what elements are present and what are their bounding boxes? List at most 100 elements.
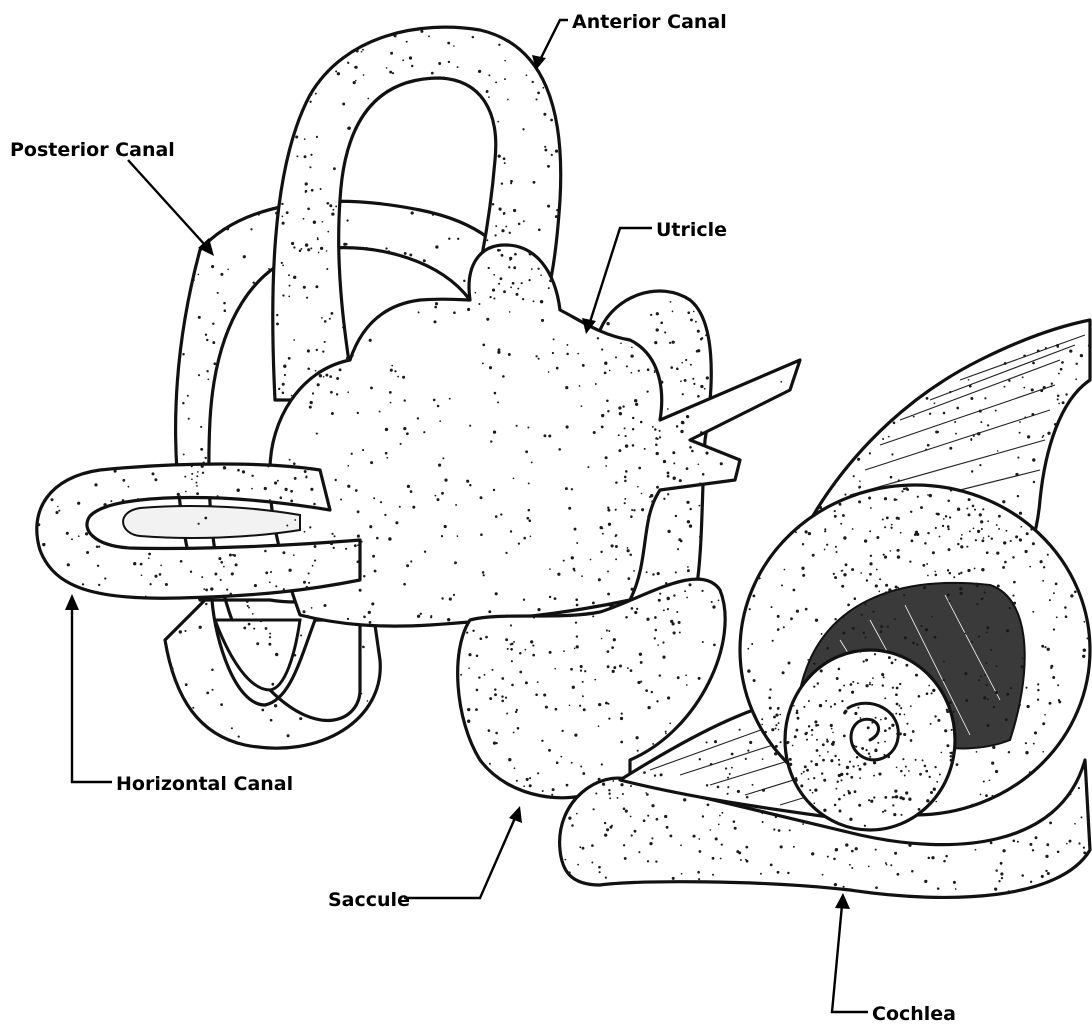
stipple-dot [1045, 347, 1047, 349]
stipple-dot [924, 880, 927, 883]
stipple-dot [881, 673, 884, 676]
stipple-dot [394, 370, 396, 372]
stipple-dot [984, 674, 986, 676]
stipple-dot [891, 662, 894, 665]
stipple-dot [759, 577, 761, 579]
stipple-dot [932, 551, 935, 554]
stipple-dot [556, 209, 558, 211]
stipple-dot [243, 626, 246, 629]
stipple-dot [198, 523, 200, 525]
stipple-dot [196, 475, 198, 477]
stipple-dot [956, 407, 959, 410]
stipple-dot [929, 413, 931, 415]
stipple-dot [727, 793, 729, 795]
stipple-dot [845, 843, 848, 846]
stipple-dot [86, 551, 89, 554]
stipple-dot [905, 487, 908, 490]
stipple-dot [852, 765, 854, 767]
stipple-dot [918, 695, 921, 698]
stipple-dot [1083, 847, 1085, 849]
stipple-dot [397, 376, 399, 378]
stipple-dot [613, 666, 616, 669]
stipple-dot [362, 49, 364, 51]
stipple-dot [607, 507, 609, 509]
stipple-dot [620, 741, 623, 744]
stipple-dot [981, 568, 984, 571]
stipple-dot [565, 386, 568, 389]
stipple-dot [894, 498, 897, 501]
stipple-dot [186, 545, 188, 547]
stipple-dot [752, 784, 754, 786]
stipple-dot [819, 704, 822, 707]
stipple-dot [745, 846, 748, 849]
stipple-dot [370, 461, 373, 464]
stipple-dot [442, 457, 444, 459]
stipple-dot [420, 30, 423, 33]
stipple-dot [537, 608, 540, 611]
stipple-dot [1006, 629, 1009, 632]
stipple-dot [1021, 874, 1024, 877]
stipple-dot [854, 597, 857, 600]
stipple-dot [865, 636, 867, 638]
stipple-dot [373, 497, 375, 499]
stipple-dot [537, 772, 539, 774]
stipple-dot [835, 788, 837, 790]
stipple-dot [705, 334, 707, 336]
stipple-dot [893, 796, 895, 798]
stipple-dot [945, 515, 947, 517]
stipple-dot [256, 642, 259, 645]
stipple-dot [495, 592, 498, 595]
stipple-dot [185, 491, 187, 493]
stipple-dot [357, 544, 359, 546]
stipple-dot [981, 598, 983, 600]
stipple-dot [444, 478, 447, 481]
stipple-dot [943, 679, 945, 681]
stipple-dot [294, 477, 297, 480]
stipple-dot [501, 254, 504, 257]
stipple-dot [912, 730, 915, 733]
stipple-dot [551, 154, 553, 156]
stipple-dot [649, 842, 652, 845]
stipple-dot [593, 808, 595, 810]
stipple-dot [185, 683, 188, 686]
stipple-dot [1074, 823, 1076, 825]
stipple-dot [291, 242, 294, 245]
stipple-dot [747, 648, 749, 650]
stipple-dot [211, 265, 214, 268]
stipple-dot [834, 515, 837, 518]
stipple-dot [834, 618, 836, 620]
stipple-dot [517, 727, 520, 730]
stipple-dot [604, 362, 607, 365]
stipple-dot [551, 794, 553, 796]
stipple-dot [924, 542, 927, 545]
stipple-dot [680, 430, 683, 433]
stipple-dot [647, 706, 650, 709]
stipple-dot [655, 629, 658, 632]
stipple-dot [1083, 649, 1086, 652]
stipple-dot [698, 482, 701, 485]
stipple-dot [294, 519, 296, 521]
stipple-dot [493, 430, 496, 433]
stipple-dot [346, 357, 349, 360]
stipple-dot [656, 818, 659, 821]
stipple-dot [665, 582, 667, 584]
stipple-dot [842, 514, 845, 517]
stipple-dot [420, 613, 422, 615]
stipple-dot [493, 297, 495, 299]
stipple-dot [265, 571, 268, 574]
stipple-dot [970, 439, 972, 441]
stipple-dot [899, 713, 901, 715]
stipple-dot [1050, 385, 1052, 387]
stipple-dot [652, 426, 654, 428]
stipple-dot [975, 849, 977, 851]
stipple-dot [478, 676, 480, 678]
stipple-dot [620, 717, 623, 720]
stipple-dot [579, 705, 581, 707]
stipple-dot [714, 740, 717, 743]
stipple-dot [206, 370, 208, 372]
stipple-dot [760, 873, 762, 875]
stipple-dot [407, 485, 410, 488]
stipple-dot [871, 684, 873, 686]
stipple-dot [320, 247, 323, 250]
stipple-dot [957, 543, 959, 545]
